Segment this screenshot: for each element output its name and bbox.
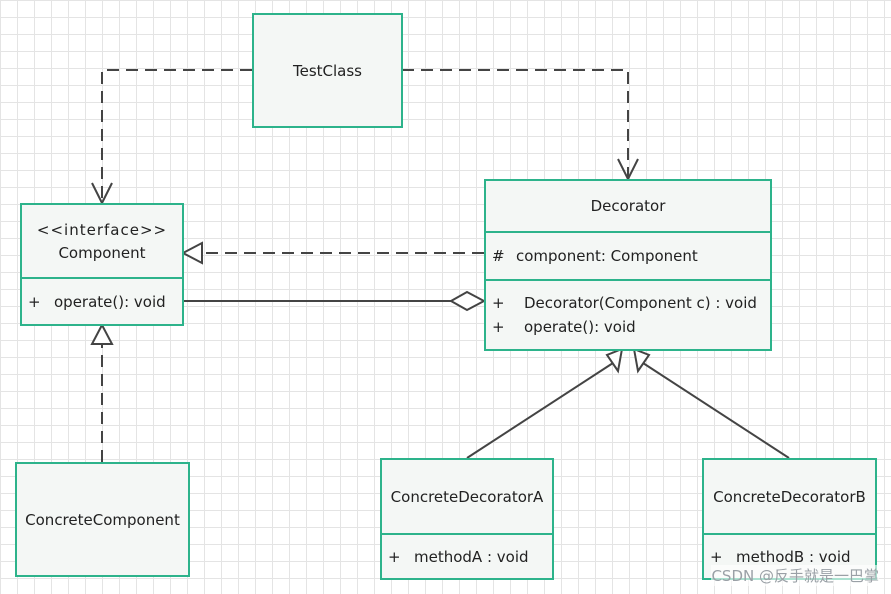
method-signature: Decorator(Component c) : void bbox=[524, 294, 757, 312]
decorator-attributes: # component: Component bbox=[486, 231, 770, 279]
class-concretedecoratorb[interactable]: ConcreteDecoratorB + methodB : void bbox=[702, 458, 877, 580]
concretedecoratora-methods: + methodA : void bbox=[382, 533, 552, 578]
concretedecoratorb-name: ConcreteDecoratorB bbox=[713, 487, 866, 506]
concretedecoratorb-header: ConcreteDecoratorB bbox=[704, 460, 875, 533]
concretedecoratora-method-row: + methodA : void bbox=[388, 547, 529, 567]
component-methods: + operate(): void bbox=[22, 277, 182, 324]
concretedecoratora-name: ConcreteDecoratorA bbox=[390, 487, 544, 506]
concretedecoratorb-methods: + methodB : void bbox=[704, 533, 875, 578]
attribute-visibility: # bbox=[492, 247, 505, 265]
component-method-row: + operate(): void bbox=[28, 292, 166, 312]
component-stereotype: <<interface>> bbox=[36, 220, 168, 239]
realization-arrowhead-concretecomponent bbox=[90, 322, 114, 345]
decorator-header: Decorator bbox=[486, 181, 770, 231]
realization-arrowhead-decorator bbox=[180, 241, 203, 265]
component-name: Component bbox=[58, 243, 146, 262]
method-visibility: + bbox=[492, 294, 505, 312]
method-signature: methodA : void bbox=[414, 548, 529, 566]
method-visibility: + bbox=[28, 293, 41, 311]
class-testclass-name: TestClass bbox=[292, 61, 362, 80]
component-header: <<interface>> Component bbox=[22, 205, 182, 277]
aggregation-diamond bbox=[448, 290, 487, 312]
attribute-signature: component: Component bbox=[516, 247, 698, 265]
watermark-text: CSDN @反手就是一巴掌 bbox=[711, 565, 879, 586]
method-signature: operate(): void bbox=[54, 293, 166, 311]
decorator-name: Decorator bbox=[590, 197, 666, 215]
decorator-method-row: + Decorator(Component c) : void bbox=[492, 293, 757, 313]
generalization-arrowhead-a bbox=[605, 347, 624, 374]
class-concretecomponent[interactable]: ConcreteComponent bbox=[15, 462, 190, 577]
class-component[interactable]: <<interface>> Component + operate(): void bbox=[20, 203, 184, 326]
generalization-decorator-b bbox=[642, 362, 790, 459]
method-visibility: + bbox=[710, 548, 723, 566]
class-concretedecoratora[interactable]: ConcreteDecoratorA + methodA : void bbox=[380, 458, 554, 580]
class-testclass[interactable]: TestClass bbox=[252, 13, 403, 128]
decorator-attribute-row: # component: Component bbox=[492, 246, 698, 266]
method-signature: methodB : void bbox=[736, 548, 851, 566]
method-signature: operate(): void bbox=[524, 318, 636, 336]
method-visibility: + bbox=[388, 548, 401, 566]
generalization-decorator-a bbox=[466, 362, 614, 459]
method-visibility: + bbox=[492, 318, 505, 336]
generalization-arrowhead-b bbox=[632, 347, 651, 374]
concretedecoratorb-method-row: + methodB : void bbox=[710, 547, 851, 567]
concretedecoratora-header: ConcreteDecoratorA bbox=[382, 460, 552, 533]
decorator-methods: + Decorator(Component c) : void + operate(… bbox=[486, 279, 770, 349]
concretecomponent-name: ConcreteComponent bbox=[25, 510, 180, 529]
class-decorator[interactable]: Decorator # component: Component + Decorat… bbox=[484, 179, 772, 351]
dependency-testclass-to-component bbox=[101, 69, 252, 203]
decorator-method-row: + operate(): void bbox=[492, 317, 636, 337]
dependency-testclass-to-decorator bbox=[402, 69, 629, 179]
